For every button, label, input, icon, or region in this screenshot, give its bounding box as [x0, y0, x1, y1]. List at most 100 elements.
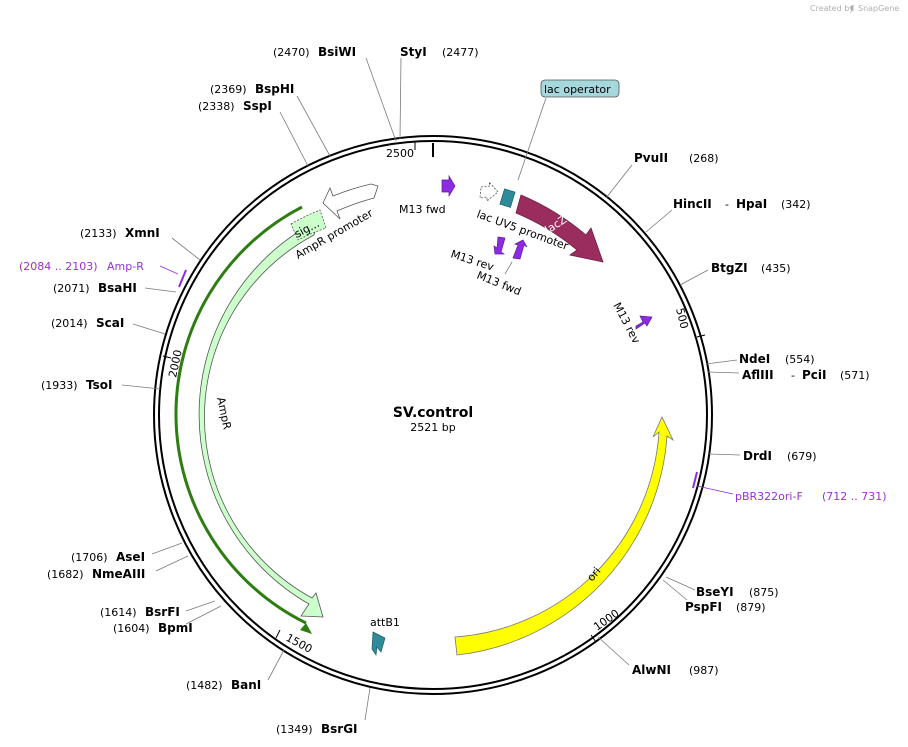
tick-label-1000: 1000: [591, 607, 621, 634]
nmeaiii-leader: [155, 555, 189, 572]
pspfi-position: (879): [736, 601, 766, 614]
backbone-outer-ring: [153, 135, 713, 695]
pcii-name: PciI: [802, 368, 827, 382]
tick-2000: [162, 355, 172, 359]
pvuii-name: PvuII: [634, 151, 668, 165]
sspi-name: SspI: [243, 99, 272, 113]
drdi-position: (679): [787, 450, 817, 463]
tsoi-name: TsoI: [86, 378, 112, 392]
bani-position: (1482): [186, 679, 223, 692]
hpai-name: HpaI: [736, 197, 767, 211]
bseyi-leader: [665, 576, 696, 591]
m13-rev-right-arrow: [635, 315, 653, 330]
scai-name: ScaI: [96, 316, 124, 330]
amp-r-primer-leader: [159, 265, 179, 275]
tick-1500: [275, 629, 281, 639]
pbr322ori-f-primer-leader: [696, 485, 734, 495]
tsoi-position: (1933): [41, 379, 78, 392]
drdi-name: DrdI: [743, 449, 772, 463]
xmni-name: XmnI: [125, 226, 160, 240]
amp-r-primer-range: (2084 .. 2103): [19, 260, 98, 273]
tick-label-2500: 2500: [386, 147, 414, 160]
lac-operator-leader: [517, 97, 547, 181]
ndei-name: NdeI: [739, 352, 770, 366]
styi-name: StyI: [400, 45, 427, 59]
bpmi-position: (1604): [113, 622, 150, 635]
bsrfi-leader: [185, 600, 216, 612]
bsphi-leader: [296, 95, 331, 157]
lac-operator-label-box: [540, 79, 620, 98]
bsiwi-position: (2470): [273, 46, 310, 59]
afliii-separator: -: [791, 369, 795, 382]
pvuii-position: (268): [689, 152, 719, 165]
btgzi-position: (435): [761, 262, 791, 275]
attb1-feature-arrow: [371, 631, 386, 656]
bsrgi-leader: [364, 687, 371, 721]
m13-fwd-outer-arrow: [441, 174, 456, 198]
ori-feature-arrow: [454, 416, 674, 656]
pvuii-leader: [605, 164, 633, 199]
m13-fwd-outer-label: M13 fwd: [399, 203, 446, 216]
bseyi-name: BseYI: [696, 585, 734, 599]
signal-sequence-feature: [290, 209, 327, 241]
bsahi-name: BsaHI: [98, 281, 137, 295]
ampr-label: AmpR: [214, 396, 234, 431]
scai-position: (2014): [51, 317, 88, 330]
bsphi-name: BspHI: [255, 82, 294, 96]
pbr322ori-f-primer-name: pBR322ori-F: [735, 490, 803, 503]
pspfi-name: PspFI: [685, 600, 722, 614]
tick-label-1500: 1500: [284, 631, 315, 656]
bsahi-leader: [144, 287, 177, 293]
drdi-leader: [708, 453, 741, 456]
sspi-position: (2338): [198, 100, 235, 113]
m13-fwd-inner-arrow: [512, 239, 528, 260]
m13-fwd-inner-label: M13 fwd: [475, 269, 523, 299]
styi-leader: [399, 57, 402, 140]
styi-position: (2477): [442, 46, 479, 59]
hincii-name: HincII: [673, 197, 712, 211]
afliii-position: (571): [840, 369, 870, 382]
ndei-leader: [705, 359, 738, 365]
pspfi-leader: [662, 579, 688, 601]
lacza-feature-arrow: [515, 194, 604, 263]
ampr-strand-arrowhead: [300, 623, 312, 634]
bsrfi-name: BsrFI: [145, 605, 180, 619]
asei-name: AseI: [116, 550, 145, 564]
xmni-position: (2133): [80, 227, 117, 240]
tsoi-leader: [121, 384, 161, 390]
attb1-label: attB1: [370, 616, 400, 629]
hincii-separator: -: [725, 198, 729, 211]
amp-r-primer-name: Amp-R: [107, 260, 144, 273]
bseyi-position: (875): [749, 586, 779, 599]
bani-leader: [267, 649, 285, 681]
amp-r-primer-mark: [178, 269, 187, 288]
pbr322ori-f-primer-range: (712 .. 731): [822, 490, 887, 503]
ampr-outline-strand: [174, 205, 307, 625]
nmeaiii-name: NmeAIII: [92, 567, 145, 581]
hincii-position: (342): [781, 198, 811, 211]
bsphi-position: (2369): [210, 83, 247, 96]
bani-name: BanI: [231, 678, 261, 692]
alwni-name: AlwNI: [632, 663, 671, 677]
btgzi-leader: [679, 269, 709, 286]
snapgene-logo-icon: ◖: [850, 3, 854, 12]
lac-uv5-promoter-arrow: [479, 181, 499, 202]
m13-fwd-inner-leader: [504, 261, 513, 275]
scai-leader: [132, 323, 166, 335]
lac-operator-box: [499, 188, 516, 208]
afliii-leader: [707, 371, 740, 374]
sspi-leader: [279, 111, 309, 167]
bsiwi-name: BsiWI: [318, 45, 356, 59]
ndei-position: (554): [785, 353, 815, 366]
afliii-name: AflIII: [742, 368, 774, 382]
tick-1000: [590, 634, 597, 643]
snapgene-brand-text: SnapGene: [858, 4, 899, 13]
asei-leader: [151, 542, 183, 555]
pbr322ori-f-primer-mark: [692, 471, 698, 489]
hincii-leader: [645, 209, 673, 233]
tick-label-500: 500: [673, 307, 691, 331]
ampr-gene-arrow: [198, 219, 324, 618]
nmeaiii-position: (1682): [47, 568, 84, 581]
tick-500: [696, 334, 706, 338]
